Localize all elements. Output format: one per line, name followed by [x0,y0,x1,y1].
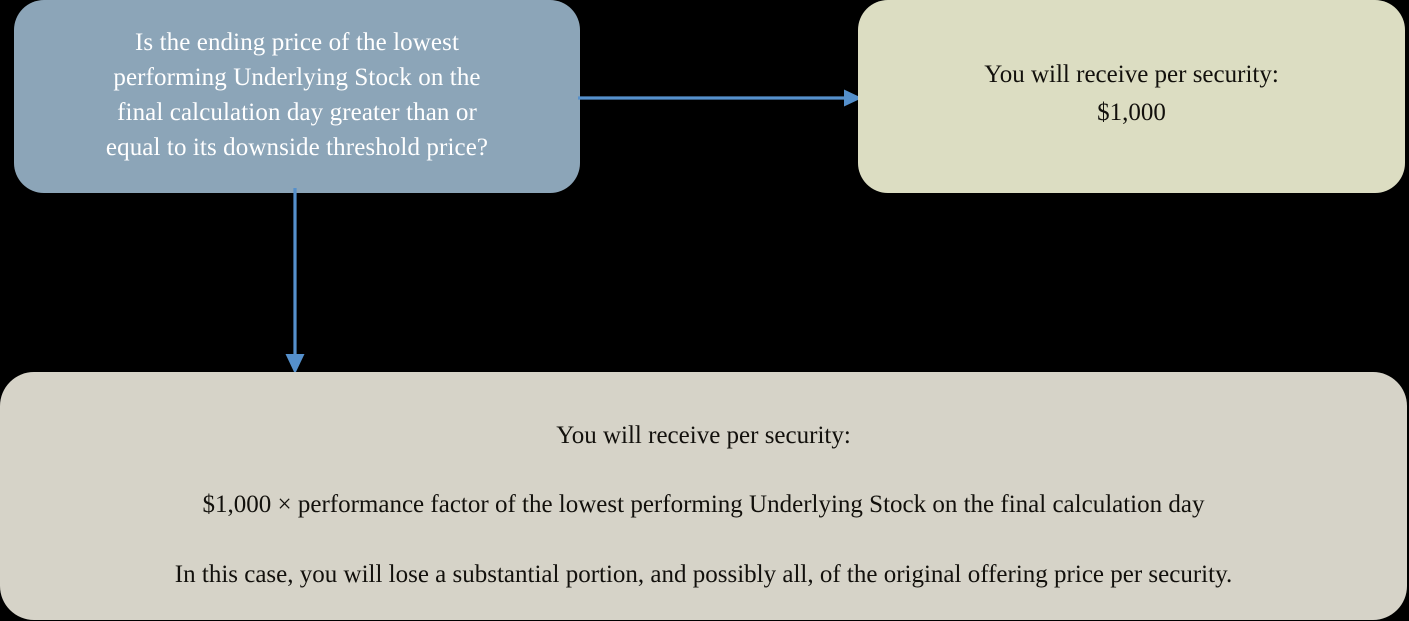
decision-line-1: Is the ending price of the lowest [134,28,460,56]
outcome-pay-full-node[interactable]: You will receive per security: $1,000 [858,0,1405,193]
arrow-yes-connector [578,80,862,116]
outcome-loss-line-2: $1,000 × performance factor of the lowes… [202,491,1205,518]
outcome-pay-full-line-1: You will receive per security: [984,60,1279,88]
decision-line-4: equal to its downside threshold price? [105,133,489,161]
decision-node[interactable]: Is the ending price of the lowest perfor… [14,0,580,193]
decision-line-2: performing Underlying Stock on the [113,63,481,91]
arrow-down-icon [285,188,305,374]
arrow-no-connector [276,188,314,374]
outcome-pay-full-line-2: $1,000 [1097,98,1166,126]
outcome-loss-line-1: You will receive per security: [556,422,851,449]
outcome-loss-node[interactable]: You will receive per security: $1,000 × … [0,372,1407,620]
decision-line-3: final calculation day greater than or [117,98,477,126]
arrow-right-icon [578,89,862,107]
outcome-loss-line-3: In this case, you will lose a substantia… [174,561,1233,588]
